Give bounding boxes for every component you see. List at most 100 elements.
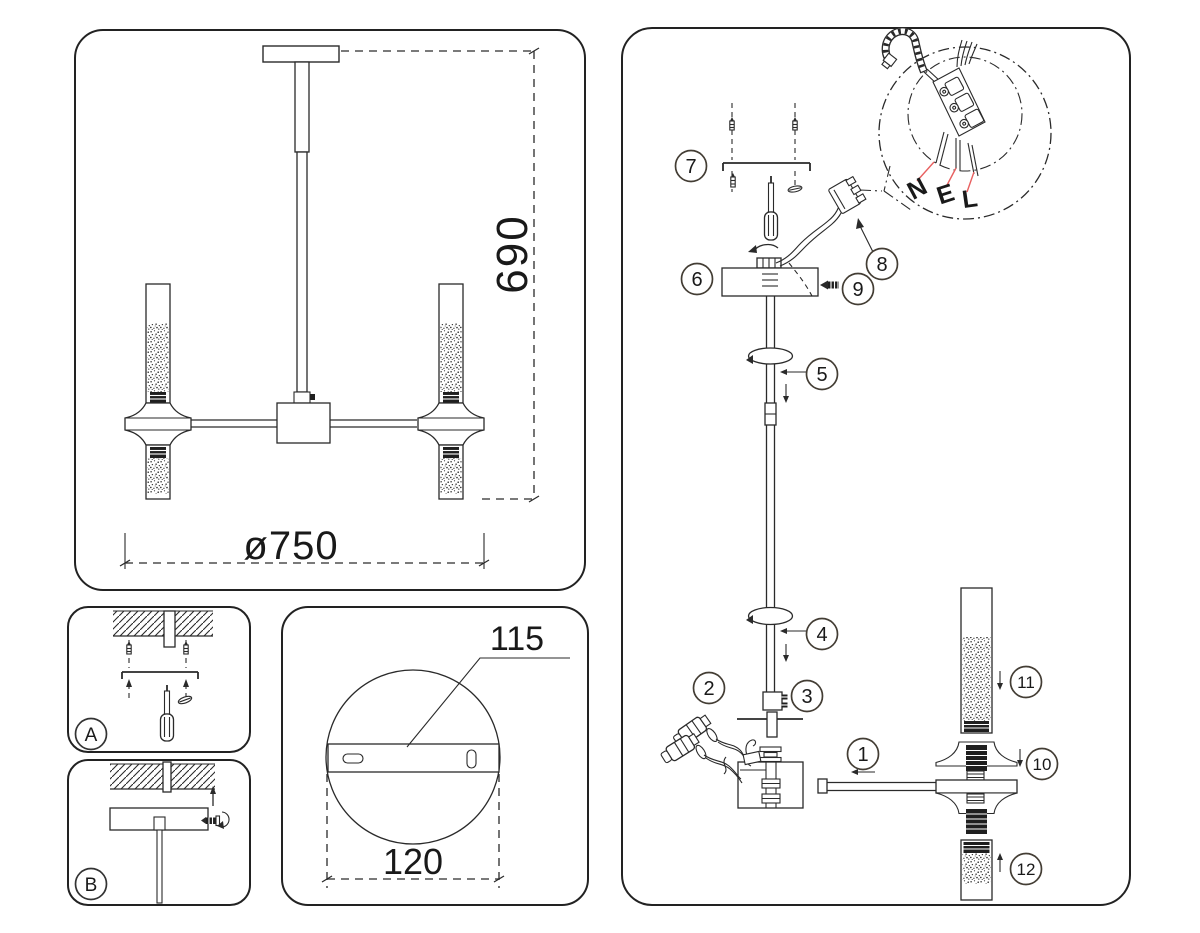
canopy-width-value: 120: [383, 841, 443, 882]
step-badge-4: 4: [805, 617, 839, 651]
lamp-stack-group: 11 10: [935, 587, 1059, 901]
left-lamp: [124, 283, 192, 500]
panel-b-letter: B: [85, 875, 98, 896]
harness-wires: [703, 738, 762, 784]
canopy-circle: [325, 669, 501, 845]
screw-icon: [126, 641, 132, 655]
diameter-value: ø750: [243, 524, 338, 568]
step8-wiring-group: 8: [775, 27, 1052, 281]
arm-hub: [935, 779, 1018, 794]
ceiling-plate: [262, 45, 340, 63]
svg-text:7: 7: [685, 156, 696, 178]
bracket-width-value: 115: [490, 620, 544, 658]
svg-text:9: 9: [852, 279, 863, 301]
step7-bracket-group: 7: [674, 103, 811, 241]
side-screw-icon: [201, 811, 230, 829]
panel-b-border: [67, 759, 251, 906]
detail-bubble: N E L: [878, 27, 1052, 220]
svg-text:8: 8: [876, 254, 887, 276]
svg-text:3: 3: [801, 686, 812, 708]
wire-label-e: E: [933, 178, 958, 210]
arm-group: 1: [817, 737, 936, 794]
canopy-detail-panel: 115 120: [281, 606, 589, 906]
panel-b-label: B: [74, 867, 108, 901]
step5-pointer: [780, 369, 806, 403]
step-badge-2: 2: [692, 671, 726, 705]
step-badge-11: 11: [1009, 665, 1043, 699]
wire-ring: [695, 744, 707, 760]
canopy-plate: [721, 267, 819, 297]
wire-ring: [706, 727, 718, 743]
step-badge-1: 1: [846, 737, 880, 771]
diffuser-holder: [124, 402, 192, 446]
svg-text:11: 11: [1017, 673, 1035, 692]
step-badge-10: 10: [1025, 747, 1059, 781]
mount-step-a-panel: A: [67, 606, 251, 753]
dimension-canopy-width: 120: [321, 774, 505, 888]
dimension-diameter: ø750: [119, 524, 490, 569]
step4-pointer: [780, 628, 806, 662]
dimension-bracket: 115: [406, 620, 570, 748]
front-view-border: [74, 29, 586, 591]
svg-text:5: 5: [816, 364, 827, 386]
step-badge-9: 9: [841, 272, 875, 306]
rod-end-connector: [762, 691, 783, 711]
washer-icon: [787, 185, 803, 193]
dimension-height: 690: [341, 47, 540, 503]
wire-dashed: [788, 262, 813, 297]
wire-label-l: L: [960, 184, 979, 214]
insert-arrows: [126, 679, 189, 700]
svg-text:12: 12: [1017, 860, 1036, 879]
step-badge-6: 6: [680, 262, 714, 296]
arms: [191, 419, 417, 428]
lamp-socket-icon: [660, 732, 700, 764]
slot-horizontal: [342, 753, 364, 764]
step-badge-3: 3: [790, 679, 824, 713]
screw-icon: [792, 117, 798, 131]
center-body: [276, 402, 331, 444]
hanger-stud: [162, 761, 172, 793]
rotate-arrow: [752, 243, 779, 253]
step11-pointer: [997, 671, 1003, 690]
assembly-panel: 7 6 9: [621, 27, 1131, 906]
slot-vertical: [466, 749, 477, 769]
fitting-screw: [310, 394, 315, 400]
step-badge-8: 8: [865, 247, 899, 281]
terminal-block-large: [932, 39, 986, 177]
step6-canopy-group: 6 9: [680, 243, 875, 306]
screwdriver-icon: [159, 685, 175, 742]
threaded-ring-4: [747, 606, 794, 626]
wire-labels: N E L: [903, 161, 979, 214]
step12-pointer: [997, 853, 1003, 872]
diffuser-holder: [417, 402, 485, 446]
screw-side-icon: [177, 695, 193, 705]
right-lamp: [417, 283, 485, 500]
threaded-ring-5: [747, 347, 794, 365]
stem-rod: [296, 151, 308, 393]
stem-collar: [153, 816, 166, 831]
screw-icon: [183, 641, 189, 655]
svg-text:10: 10: [1033, 755, 1052, 774]
panel-a-label: A: [74, 717, 108, 751]
socket: [443, 392, 459, 403]
ceiling-hatch: [113, 611, 213, 636]
front-view-panel: 690 ø750: [74, 29, 586, 591]
lift-arrow: [210, 786, 216, 806]
stem-fitting: [293, 391, 311, 404]
mains-cable-icon: [881, 27, 954, 97]
ceiling-anchor: [163, 610, 176, 648]
mounting-bracket: [121, 671, 199, 679]
canopy-panel-border: [281, 606, 589, 906]
stem-rod: [156, 829, 163, 904]
panel-a-border: [67, 606, 251, 753]
step-badge-5: 5: [805, 357, 839, 391]
panel-a-letter: A: [85, 725, 98, 746]
bubble-inner-circle: [907, 56, 1023, 172]
terminal-block-small: [828, 175, 867, 214]
wire-label-n: N: [903, 172, 932, 205]
step9-screw: [820, 280, 839, 290]
body-harness-group: 2: [660, 671, 804, 809]
svg-text:1: 1: [857, 744, 868, 766]
step-badge-12: 12: [1009, 852, 1043, 886]
